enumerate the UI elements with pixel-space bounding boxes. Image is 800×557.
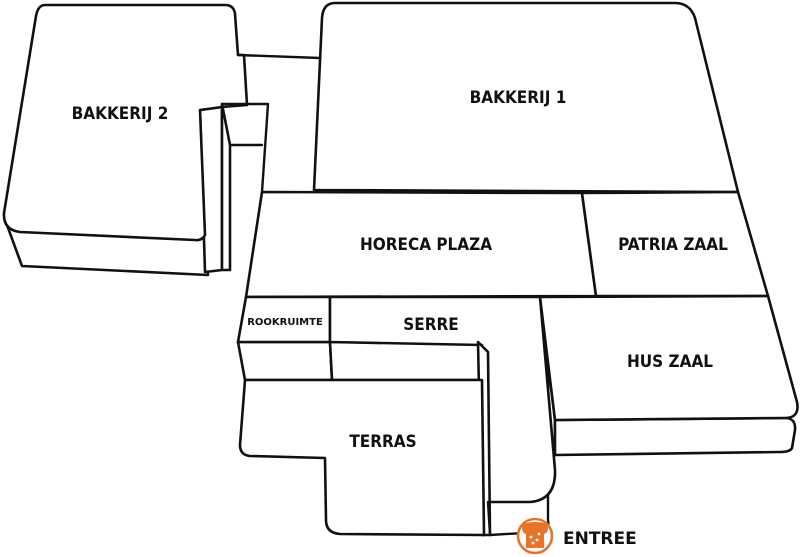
room-terras[interactable]: TERRAS [238,378,486,537]
bread-icon [522,522,548,548]
room-hus-zaal[interactable]: HUS ZAAL [538,294,799,462]
room-horeca-plaza[interactable]: HORECA PLAZA [244,190,598,299]
room-bakkerij-1[interactable]: BAKKERIJ 1 [312,1,740,194]
room-label-terras: TERRAS [349,432,416,452]
room-rookruimte[interactable]: ROOKRUIMTE [236,295,334,382]
entrance-marker[interactable]: ENTREE [516,517,637,555]
room-bakkerij-2[interactable]: BAKKERIJ 2 [2,3,249,277]
connector-corridor [220,53,322,272]
entrance-label: ENTREE [563,529,637,549]
room-label-horeca-plaza: HORECA PLAZA [360,235,492,255]
room-label-rookruimte: ROOKRUIMTE [247,317,323,328]
room-label-bakkerij-2: BAKKERIJ 2 [72,104,169,124]
room-label-bakkerij-1: BAKKERIJ 1 [470,88,567,108]
room-patria-zaal[interactable]: PATRIA ZAAL [580,190,770,298]
room-label-serre: SERRE [403,315,458,335]
room-label-hus-zaal: HUS ZAAL [627,352,713,372]
room-label-patria-zaal: PATRIA ZAAL [618,235,728,255]
